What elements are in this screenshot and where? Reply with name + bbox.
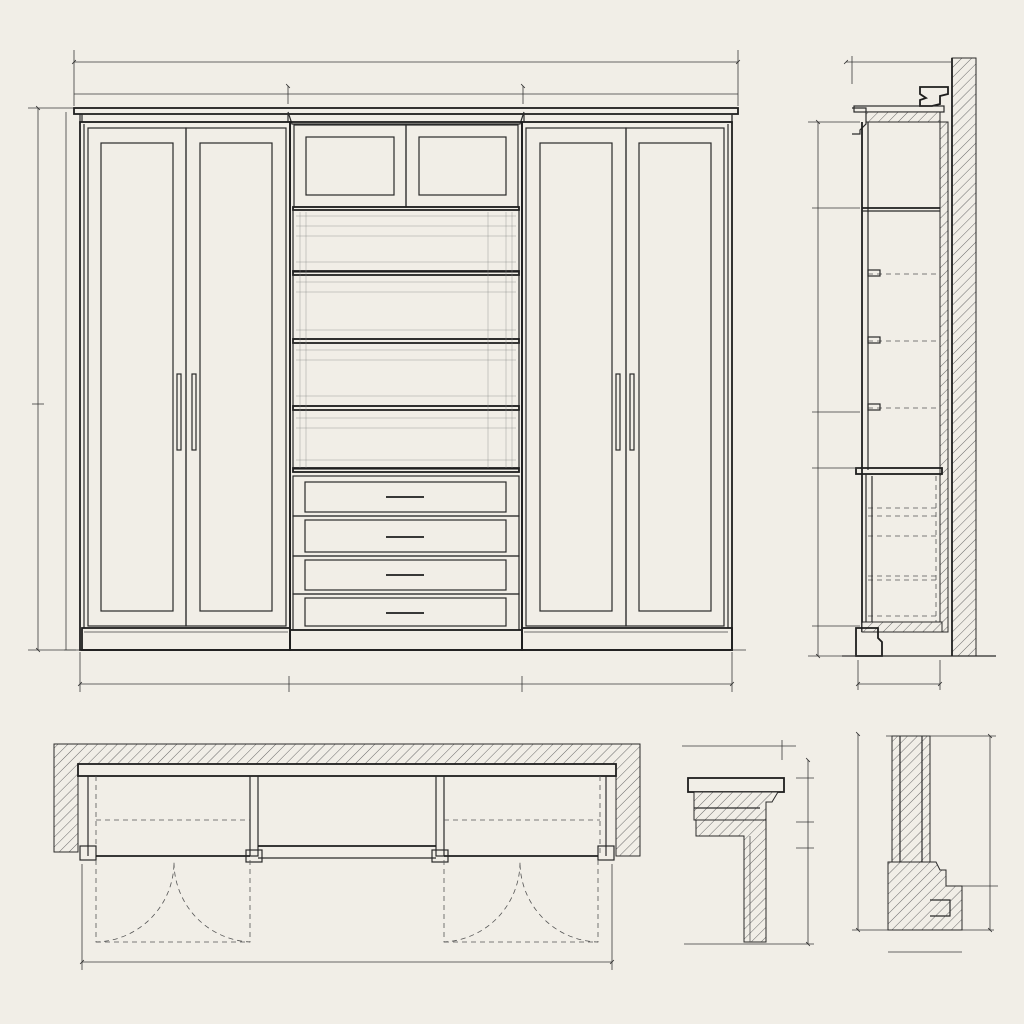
side-section [808,56,996,690]
center-plinth [289,629,523,651]
left-wardrobe [79,121,291,651]
right-wardrobe-door-1 [525,127,627,627]
door-handle-icon [176,373,182,451]
dimension-lines-top [71,50,741,106]
front-elevation [28,50,746,692]
drawer-3 [292,555,520,595]
drawer-4 [292,593,520,631]
dimension-lines-left [28,105,76,653]
center-upper-door-2 [405,124,519,208]
plan-wall-hatch [53,743,641,857]
center-unit [289,121,523,651]
right-wardrobe-door-2 [625,127,725,627]
wall-hatch [951,57,977,657]
crown-molding-detail [682,740,814,947]
plan-view [53,743,641,970]
glass-shelving [292,206,520,473]
center-upper-door-1 [293,124,407,208]
left-wardrobe-door-1 [87,127,187,627]
door-handle-icon [191,373,197,451]
door-handle-icon [629,373,635,451]
drawer-2 [292,515,520,557]
door-handle-icon [615,373,621,451]
base-detail [852,731,998,953]
door-swing-arcs [95,860,599,943]
dimension-lines-bottom [64,649,746,692]
left-wardrobe-door-2 [185,127,287,627]
right-wardrobe [521,121,733,651]
drawer-1 [292,475,520,517]
